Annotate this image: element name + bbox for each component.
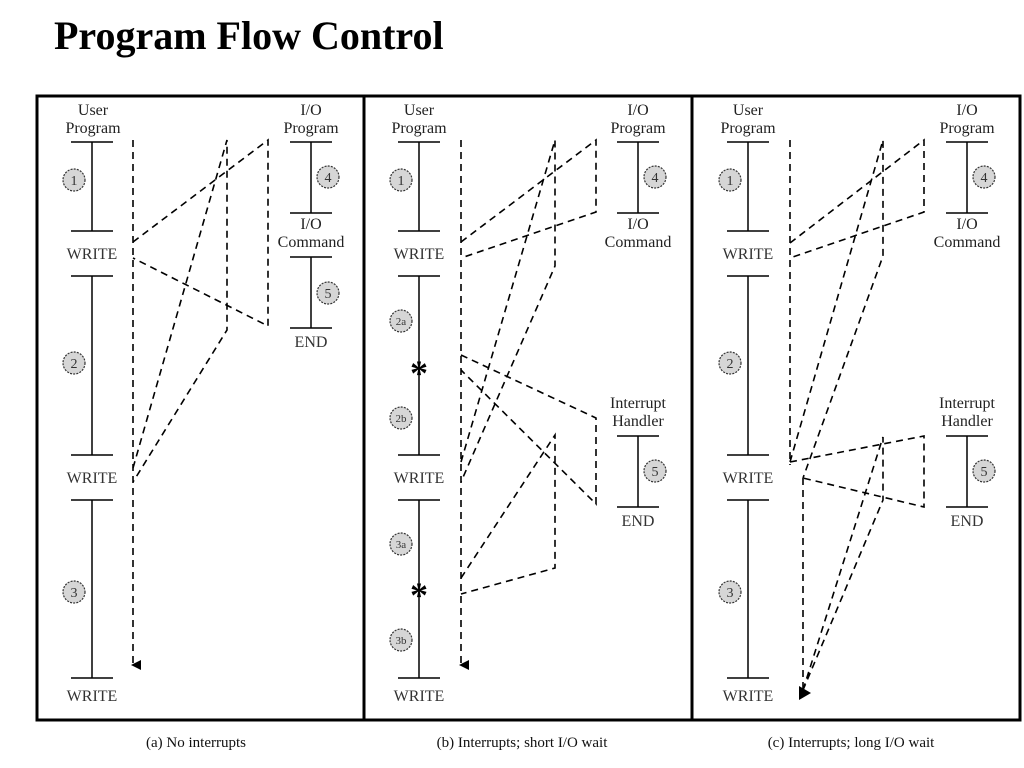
- user-program-timeline: [71, 141, 113, 679]
- write-label: WRITE: [394, 246, 445, 263]
- step-badge: 2b: [389, 406, 413, 430]
- interrupt-handler-label: Handler: [941, 413, 993, 430]
- step-badge: 3: [718, 580, 742, 604]
- io-program-timeline: [290, 141, 332, 329]
- panel-caption: (c) Interrupts; long I/O wait: [768, 735, 935, 751]
- step-badge: 2a: [389, 309, 413, 333]
- svg-text:5: 5: [652, 465, 659, 480]
- interrupt-asterisk-icon: *: [410, 575, 428, 615]
- svg-text:2: 2: [727, 357, 734, 372]
- svg-text:3a: 3a: [396, 539, 407, 551]
- svg-text:3b: 3b: [396, 635, 408, 647]
- panel-caption: (a) No interrupts: [146, 735, 246, 751]
- write-label: WRITE: [723, 470, 774, 487]
- io-command-label: Command: [605, 234, 672, 251]
- io-program-timeline: [617, 141, 659, 214]
- end-label: END: [951, 513, 984, 530]
- io-command-label: I/O: [627, 216, 648, 233]
- svg-text:2a: 2a: [396, 316, 407, 328]
- io-program-label: I/O: [627, 102, 648, 119]
- write-label: WRITE: [67, 470, 118, 487]
- step-badge: 1: [62, 168, 86, 192]
- step-badge: 5: [316, 281, 340, 305]
- svg-text:3: 3: [71, 586, 78, 601]
- execution-flow-path: [131, 138, 269, 670]
- end-label: END: [295, 334, 328, 351]
- interrupt-asterisk-icon: *: [410, 353, 428, 393]
- panel-a: User Program WRITE WRITE WRITE 1 2 3 I/O…: [35, 94, 366, 751]
- io-program-label: Program: [939, 120, 995, 137]
- svg-text:2b: 2b: [396, 413, 408, 425]
- step-badge: 3a: [389, 532, 413, 556]
- write-label: WRITE: [394, 688, 445, 705]
- svg-text:3: 3: [727, 586, 734, 601]
- user-program-label: User: [404, 102, 435, 119]
- step-badge: 5: [643, 459, 667, 483]
- interrupt-handler-timeline: [617, 435, 659, 508]
- interrupt-handler-label: Handler: [612, 413, 664, 430]
- write-label: WRITE: [67, 246, 118, 263]
- write-label: WRITE: [67, 688, 118, 705]
- io-program-label: Program: [283, 120, 339, 137]
- arrow-head-icon: [799, 686, 811, 700]
- panel-caption: (b) Interrupts; short I/O wait: [437, 735, 609, 751]
- svg-text:4: 4: [325, 171, 332, 186]
- interrupt-handler-timeline: [946, 435, 988, 508]
- step-badge: 2: [718, 351, 742, 375]
- user-program-timeline: [398, 141, 440, 679]
- io-command-label: Command: [934, 234, 1001, 251]
- step-badge: 3b: [389, 628, 413, 652]
- interrupt-handler-label: Interrupt: [610, 395, 667, 412]
- user-program-timeline: [727, 141, 769, 679]
- user-program-label: User: [78, 102, 109, 119]
- svg-text:5: 5: [325, 287, 332, 302]
- panel-b: User Program WRITE WRITE WRITE 1 2a 2b 3…: [362, 94, 694, 751]
- io-program-timeline: [946, 141, 988, 214]
- step-badge: 4: [972, 165, 996, 189]
- svg-text:1: 1: [727, 174, 734, 189]
- svg-text:1: 1: [398, 174, 405, 189]
- step-badge: 4: [643, 165, 667, 189]
- io-command-label: I/O: [956, 216, 977, 233]
- svg-text:1: 1: [71, 174, 78, 189]
- execution-flow-path: [789, 138, 925, 700]
- panel-a-frame: [35, 94, 366, 722]
- io-program-label: I/O: [300, 102, 321, 119]
- execution-flow-path: [459, 138, 597, 670]
- io-program-label: I/O: [956, 102, 977, 119]
- user-program-label: Program: [65, 120, 121, 137]
- svg-text:4: 4: [981, 171, 988, 186]
- svg-text:5: 5: [981, 465, 988, 480]
- io-command-label: I/O: [300, 216, 321, 233]
- io-command-label: Command: [278, 234, 345, 251]
- panel-c: User Program WRITE WRITE WRITE 1 2 3 I/O…: [690, 94, 1022, 751]
- page-title: Program Flow Control: [54, 13, 444, 58]
- write-label: WRITE: [723, 246, 774, 263]
- write-label: WRITE: [723, 688, 774, 705]
- step-badge: 2: [62, 351, 86, 375]
- interrupt-handler-label: Interrupt: [939, 395, 996, 412]
- end-label: END: [622, 513, 655, 530]
- step-badge: 3: [62, 580, 86, 604]
- step-badge: 1: [389, 168, 413, 192]
- io-program-label: Program: [610, 120, 666, 137]
- step-badge: 1: [718, 168, 742, 192]
- panel-c-frame: [690, 94, 1022, 722]
- step-badge: 5: [972, 459, 996, 483]
- step-badge: 4: [316, 165, 340, 189]
- user-program-label: User: [733, 102, 764, 119]
- svg-text:2: 2: [71, 357, 78, 372]
- user-program-label: Program: [720, 120, 776, 137]
- user-program-label: Program: [391, 120, 447, 137]
- write-label: WRITE: [394, 470, 445, 487]
- svg-text:4: 4: [652, 171, 659, 186]
